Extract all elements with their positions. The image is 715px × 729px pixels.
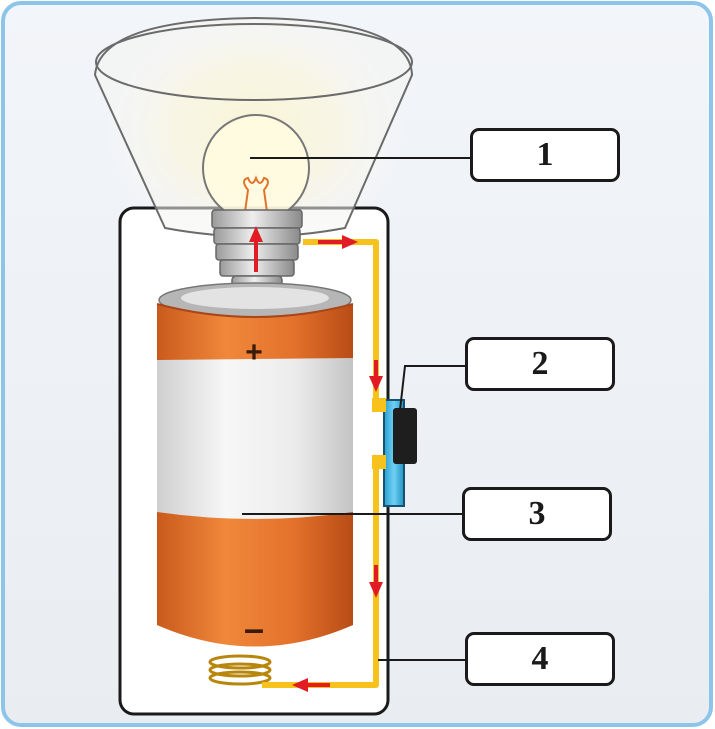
- battery-minus-sign: –: [244, 608, 264, 649]
- current-arrows: [249, 226, 383, 692]
- bulb-glass: [202, 114, 310, 222]
- label-box-4: 4: [465, 632, 615, 686]
- switch: [372, 398, 417, 507]
- label-box-1: 1: [470, 128, 620, 182]
- battery-plus-sign: +: [245, 336, 263, 369]
- spring-contact: [208, 654, 272, 686]
- label-box-3: 3: [462, 487, 612, 541]
- bulb-filament: [243, 175, 269, 213]
- battery: [156, 282, 354, 647]
- leader-lines: [242, 157, 470, 661]
- label-box-2: 2: [465, 337, 615, 391]
